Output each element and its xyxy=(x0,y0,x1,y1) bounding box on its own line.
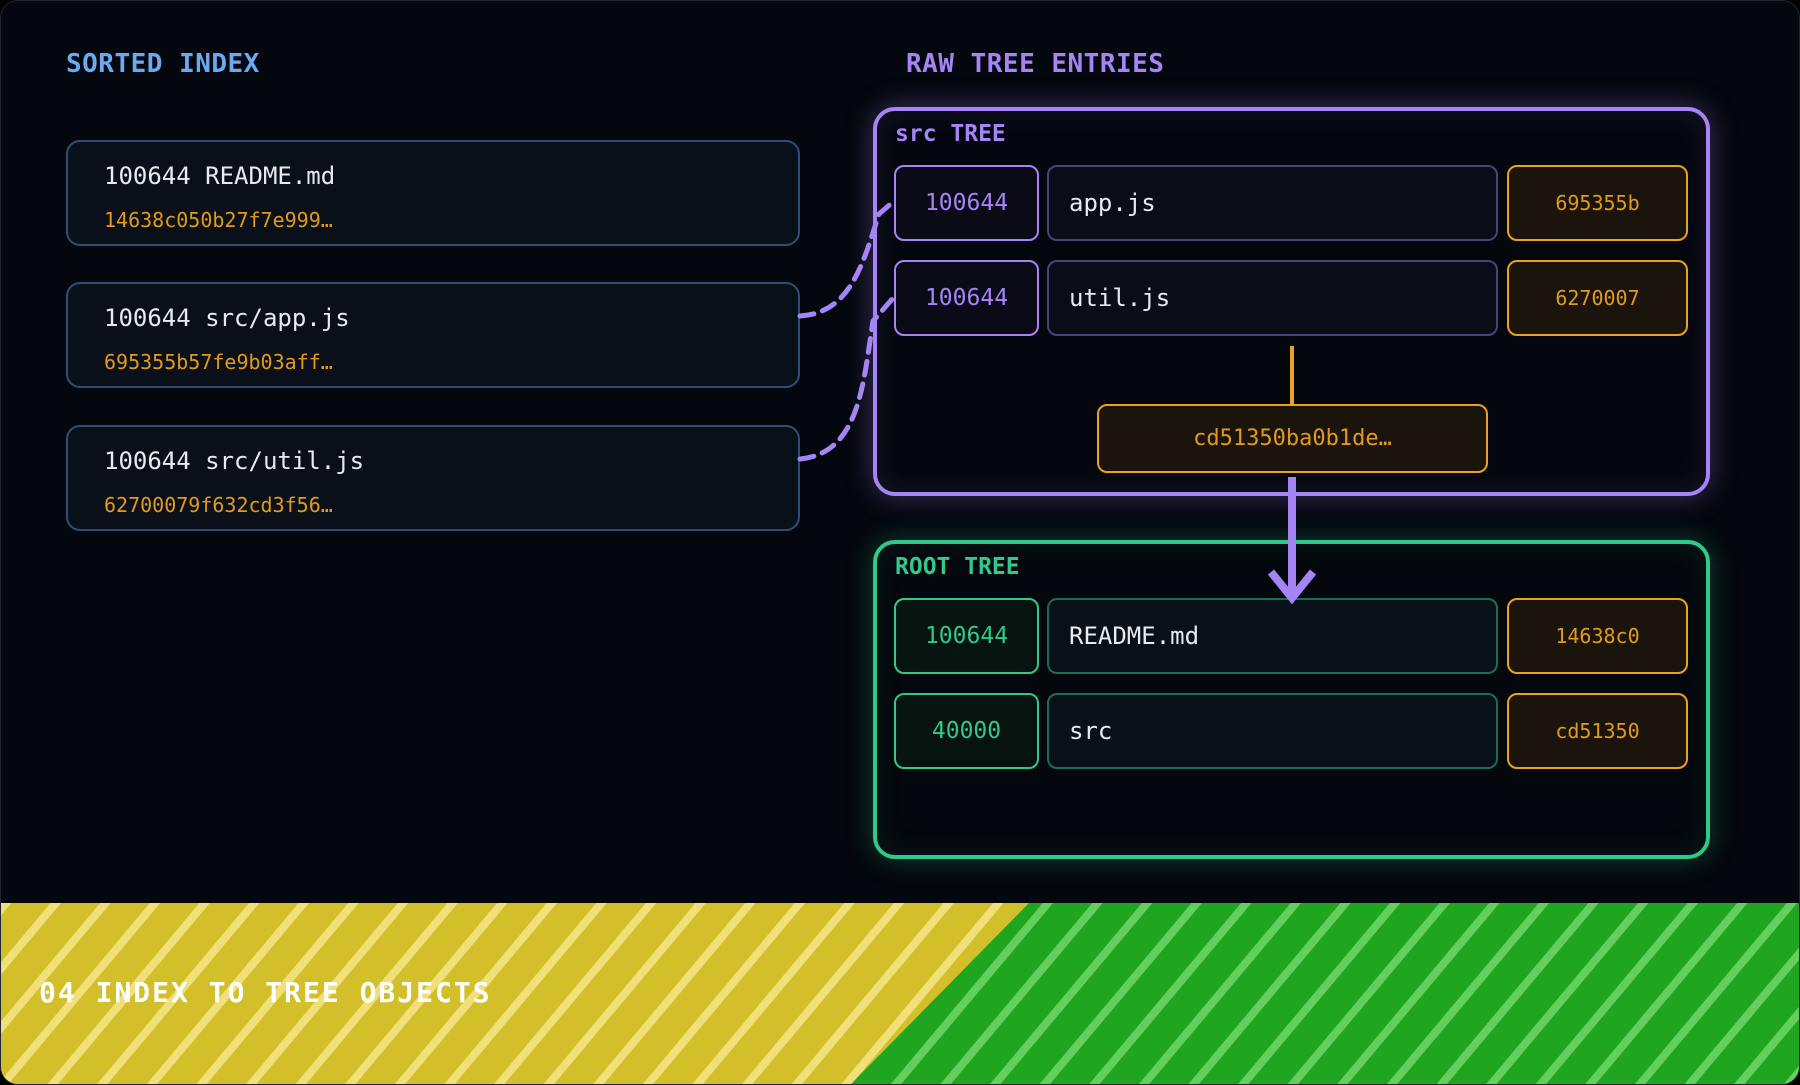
footer-pattern xyxy=(1,903,1799,1084)
src-row-name: app.js xyxy=(1047,165,1498,241)
index-entry-hash: 695355b57fe9b03aff… xyxy=(104,350,333,374)
index-entry-hash: 14638c050b27f7e999… xyxy=(104,208,333,232)
index-entry-path: 100644 src/util.js xyxy=(104,447,365,475)
src-row-name: util.js xyxy=(1047,260,1498,336)
src-row-hash: 6270007 xyxy=(1507,260,1688,336)
tree-arrow-head xyxy=(1267,569,1317,605)
connector-util-js xyxy=(797,294,897,462)
root-tree-label: ROOT TREE xyxy=(895,554,1020,580)
index-entry-path: 100644 src/app.js xyxy=(104,304,350,332)
raw-tree-entries-title: RAW TREE ENTRIES xyxy=(906,49,1165,79)
root-row-hash: 14638c0 xyxy=(1507,598,1688,674)
src-tree-label: src TREE xyxy=(895,121,1006,147)
index-entry-hash: 62700079f632cd3f56… xyxy=(104,493,333,517)
root-row-name: src xyxy=(1047,693,1498,769)
sorted-index-title: SORTED INDEX xyxy=(66,49,260,79)
root-row-mode: 100644 xyxy=(894,598,1039,674)
index-entry-readme: 100644 README.md 14638c050b27f7e999… xyxy=(66,140,800,246)
index-entry-util-js: 100644 src/util.js 62700079f632cd3f56… xyxy=(66,425,800,531)
src-tree-hash: cd51350ba0b1de… xyxy=(1097,404,1488,473)
index-entry-app-js: 100644 src/app.js 695355b57fe9b03aff… xyxy=(66,282,800,388)
index-entry-path: 100644 README.md xyxy=(104,162,336,190)
footer-banner: 04 INDEX TO TREE OBJECTS xyxy=(1,903,1799,1084)
src-row-mode: 100644 xyxy=(894,165,1039,241)
src-row-mode: 100644 xyxy=(894,260,1039,336)
src-row-hash: 695355b xyxy=(1507,165,1688,241)
root-row-hash: cd51350 xyxy=(1507,693,1688,769)
root-row-name: README.md xyxy=(1047,598,1498,674)
connector-app-js xyxy=(797,198,897,319)
root-row-mode: 40000 xyxy=(894,693,1039,769)
footer-title: 04 INDEX TO TREE OBJECTS xyxy=(39,976,492,1009)
